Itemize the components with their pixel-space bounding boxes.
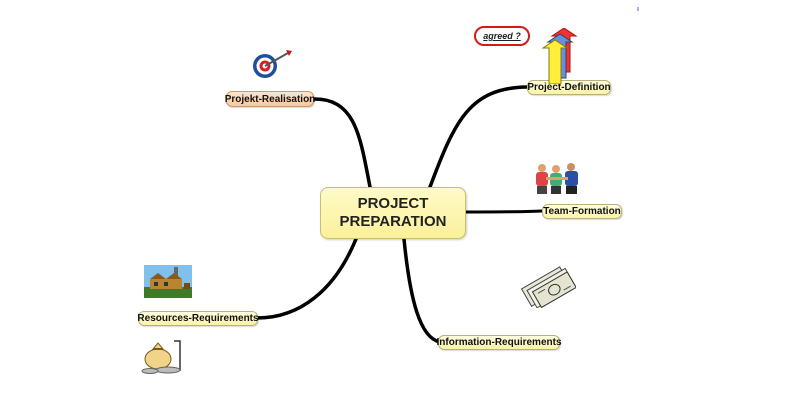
branch-team-formation[interactable]: Team-Formation xyxy=(542,204,622,219)
central-topic-line1: PROJECT xyxy=(357,195,429,212)
target-dart-icon xyxy=(253,50,292,78)
callout-label: agreed ? xyxy=(483,31,521,41)
money-bills-icon xyxy=(520,266,576,308)
central-topic-line2: PREPARATION xyxy=(339,213,447,230)
connector-project-definition xyxy=(428,85,529,189)
money-bag-icon xyxy=(141,340,181,374)
branch-projekt-realisation[interactable]: Projekt-Realisation xyxy=(224,91,316,107)
connector-information-requirements xyxy=(402,237,442,344)
branch-project-definition[interactable]: Project-Definition xyxy=(527,80,611,95)
branch-resources-requirements[interactable]: Resources-Requirements xyxy=(137,311,259,326)
agreed-callout[interactable]: agreed ? xyxy=(474,26,530,46)
connector-projekt-realisation xyxy=(311,97,372,189)
factory-icon xyxy=(144,265,192,298)
handshake-people-icon xyxy=(536,163,578,194)
stacked-arrows-icon xyxy=(541,28,578,84)
branch-label: Resources-Requirements xyxy=(137,313,259,324)
connector-team-formation xyxy=(464,209,544,214)
central-topic[interactable]: PROJECT PREPARATION xyxy=(320,187,466,239)
branch-label: Projekt-Realisation xyxy=(224,93,316,105)
branch-information-requirements[interactable]: Information-Requirements xyxy=(436,335,562,350)
connector-resources-requirements xyxy=(255,237,358,320)
branch-label: Information-Requirements xyxy=(436,337,562,348)
branch-label: Project-Definition xyxy=(527,82,611,93)
branch-label: Team-Formation xyxy=(543,206,621,217)
